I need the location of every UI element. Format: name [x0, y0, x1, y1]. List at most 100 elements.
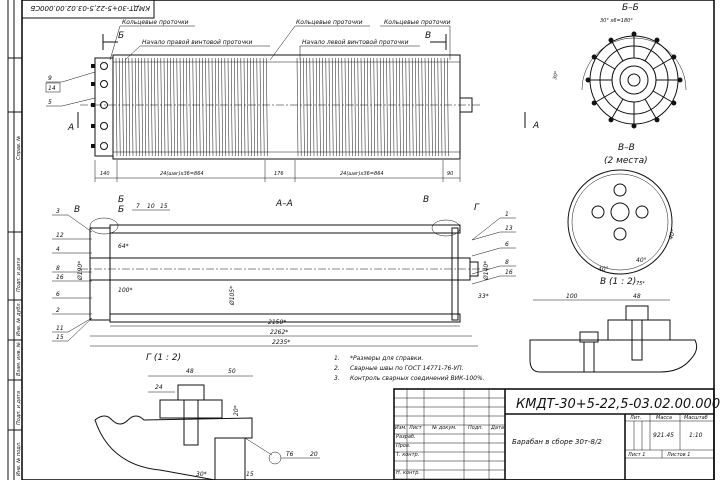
- dimension: 64*: [118, 243, 129, 250]
- rib-line: [644, 98, 658, 121]
- top-view-dimensions: 140 24(шаг)х36=864 176 24(шаг)х36=864 90…: [94, 160, 461, 205]
- section-aa: А–А В Б Г 7 10 15: [74, 199, 490, 323]
- groove-line: [182, 57, 185, 157]
- dimension: 100: [566, 293, 578, 300]
- groove-line: [303, 57, 305, 157]
- groove-line: [427, 57, 430, 157]
- groove-line: [319, 57, 321, 157]
- groove-line: [351, 57, 353, 157]
- groove-line: [370, 57, 372, 157]
- rib-bolt: [608, 37, 614, 43]
- groove-line: [176, 57, 179, 157]
- bolt-nut: [91, 144, 95, 148]
- rib-bolt: [591, 54, 597, 60]
- margin-label: Взам. инв. №: [16, 342, 22, 376]
- rib-bolt: [631, 123, 637, 129]
- groove-line: [224, 57, 227, 157]
- groove-line: [399, 57, 401, 157]
- groove-line: [208, 57, 211, 157]
- leader-line: [471, 217, 501, 241]
- position-number: 7: [136, 203, 140, 210]
- section-aa-dimensions: 64* 100* Ø190* Ø105* Ø140* 33* 2150* 226…: [77, 243, 490, 347]
- rib-bolt: [654, 117, 660, 123]
- groove-line: [221, 57, 223, 157]
- callout-label: Кольцевые проточки: [296, 19, 363, 26]
- groove-line: [389, 57, 392, 157]
- groove-line: [131, 57, 134, 157]
- groove-line: [443, 57, 446, 157]
- position-number: 6: [505, 241, 509, 248]
- dimension: 30°: [552, 70, 560, 81]
- detail-mark: В: [74, 205, 80, 215]
- groove-line: [262, 57, 265, 157]
- note-number: 3.: [334, 375, 340, 382]
- dimension: 2150*: [268, 319, 286, 326]
- groove-line: [312, 57, 315, 157]
- section-mark: В: [425, 31, 431, 41]
- groove-line: [154, 57, 156, 157]
- section-mark: Б: [118, 31, 124, 41]
- groove-line: [373, 57, 376, 157]
- note-text: *Размеры для справки.: [350, 355, 423, 362]
- leader-line: [471, 265, 501, 275]
- groove-line: [173, 57, 175, 157]
- groove-line: [338, 57, 340, 157]
- rib-line: [610, 39, 624, 62]
- groove-line: [363, 57, 366, 157]
- groove-line: [205, 57, 207, 157]
- title-block: КМДТ-30+5-22,5-03.02.00.000СБ Барабан в …: [393, 388, 720, 480]
- groove-line: [309, 57, 312, 157]
- groove-line: [253, 57, 255, 157]
- groove-line: [195, 57, 198, 157]
- dimension: 30° х6=180°: [600, 18, 633, 24]
- position-number: 8: [56, 265, 60, 272]
- groove-line: [128, 57, 131, 157]
- position-number: 15: [56, 334, 64, 341]
- groove-line: [424, 57, 427, 157]
- role-label: Т. контр.: [396, 452, 419, 458]
- position-number: 6: [56, 291, 60, 298]
- groove-line: [138, 57, 140, 157]
- position-number: 15: [160, 203, 168, 210]
- rib-line: [644, 39, 658, 62]
- callout-label: Начало правой винтовой проточки: [142, 39, 253, 46]
- leader-line: [471, 231, 501, 241]
- groove-line: [147, 57, 150, 157]
- groove-line: [367, 57, 369, 157]
- dimension: 2235*: [272, 339, 290, 346]
- dimension: 24(шаг)х36=864: [340, 171, 384, 177]
- dimension: 20*: [233, 405, 240, 416]
- groove-line: [198, 57, 201, 157]
- dimension: 140: [100, 171, 110, 177]
- view-title: В–В: [618, 143, 635, 153]
- groove-line: [299, 57, 302, 157]
- groove-lines: [115, 57, 449, 157]
- dimension: 100*: [118, 287, 132, 294]
- bolt-head: [100, 122, 108, 130]
- groove-line: [166, 57, 169, 157]
- position-number: 16: [56, 274, 64, 281]
- section-mark: Б: [118, 195, 124, 205]
- position-number: 10: [147, 203, 155, 210]
- groove-line: [440, 57, 443, 157]
- groove-line: [331, 57, 334, 157]
- drawing-name: Барабан в сборе 30т-8/2: [512, 438, 602, 446]
- groove-line: [360, 57, 363, 157]
- role-label: Разраб.: [396, 434, 416, 440]
- rib-line: [593, 90, 616, 104]
- leader-line: [67, 317, 93, 333]
- rib-bolt: [591, 100, 597, 106]
- detail-g: Г (1 : 2) 48 50 24 20* Т6 20 30* 15: [94, 353, 320, 480]
- technical-notes: 1. *Размеры для справки. 2. Сварные швы …: [334, 355, 485, 382]
- section-mark: Б: [118, 205, 124, 215]
- groove-line: [134, 57, 137, 157]
- groove-line: [150, 57, 153, 157]
- sheet-number: Лист 1: [627, 452, 645, 458]
- position-number: 9: [48, 75, 52, 82]
- role-label: Пров.: [396, 443, 411, 449]
- groove-line: [246, 57, 249, 157]
- rib-line: [652, 90, 675, 104]
- groove-line: [344, 57, 347, 157]
- groove-line: [376, 57, 379, 157]
